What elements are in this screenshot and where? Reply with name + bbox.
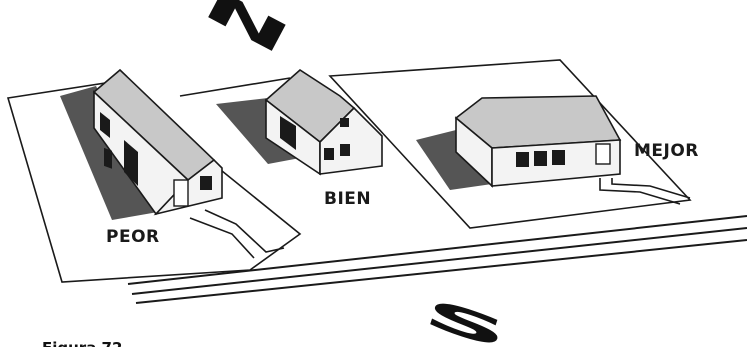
house-good-gable-wall xyxy=(319,106,383,175)
house-label-worst: PEOR xyxy=(106,227,160,247)
lot-good xyxy=(179,77,291,97)
north-label: N xyxy=(195,0,299,64)
lot-worst xyxy=(6,81,302,283)
house-best-shadow xyxy=(416,130,492,190)
house-label-best: MEJOR xyxy=(634,141,699,161)
house-worst-gable-wall xyxy=(153,158,223,216)
house-label-good: BIEN xyxy=(324,189,371,209)
house-best xyxy=(416,95,622,190)
house-worst xyxy=(60,68,223,220)
road xyxy=(127,215,747,304)
figure-caption: Figura 72 xyxy=(42,339,122,347)
south-label: S xyxy=(418,290,514,347)
house-good xyxy=(216,68,383,176)
lot-best xyxy=(328,59,692,229)
